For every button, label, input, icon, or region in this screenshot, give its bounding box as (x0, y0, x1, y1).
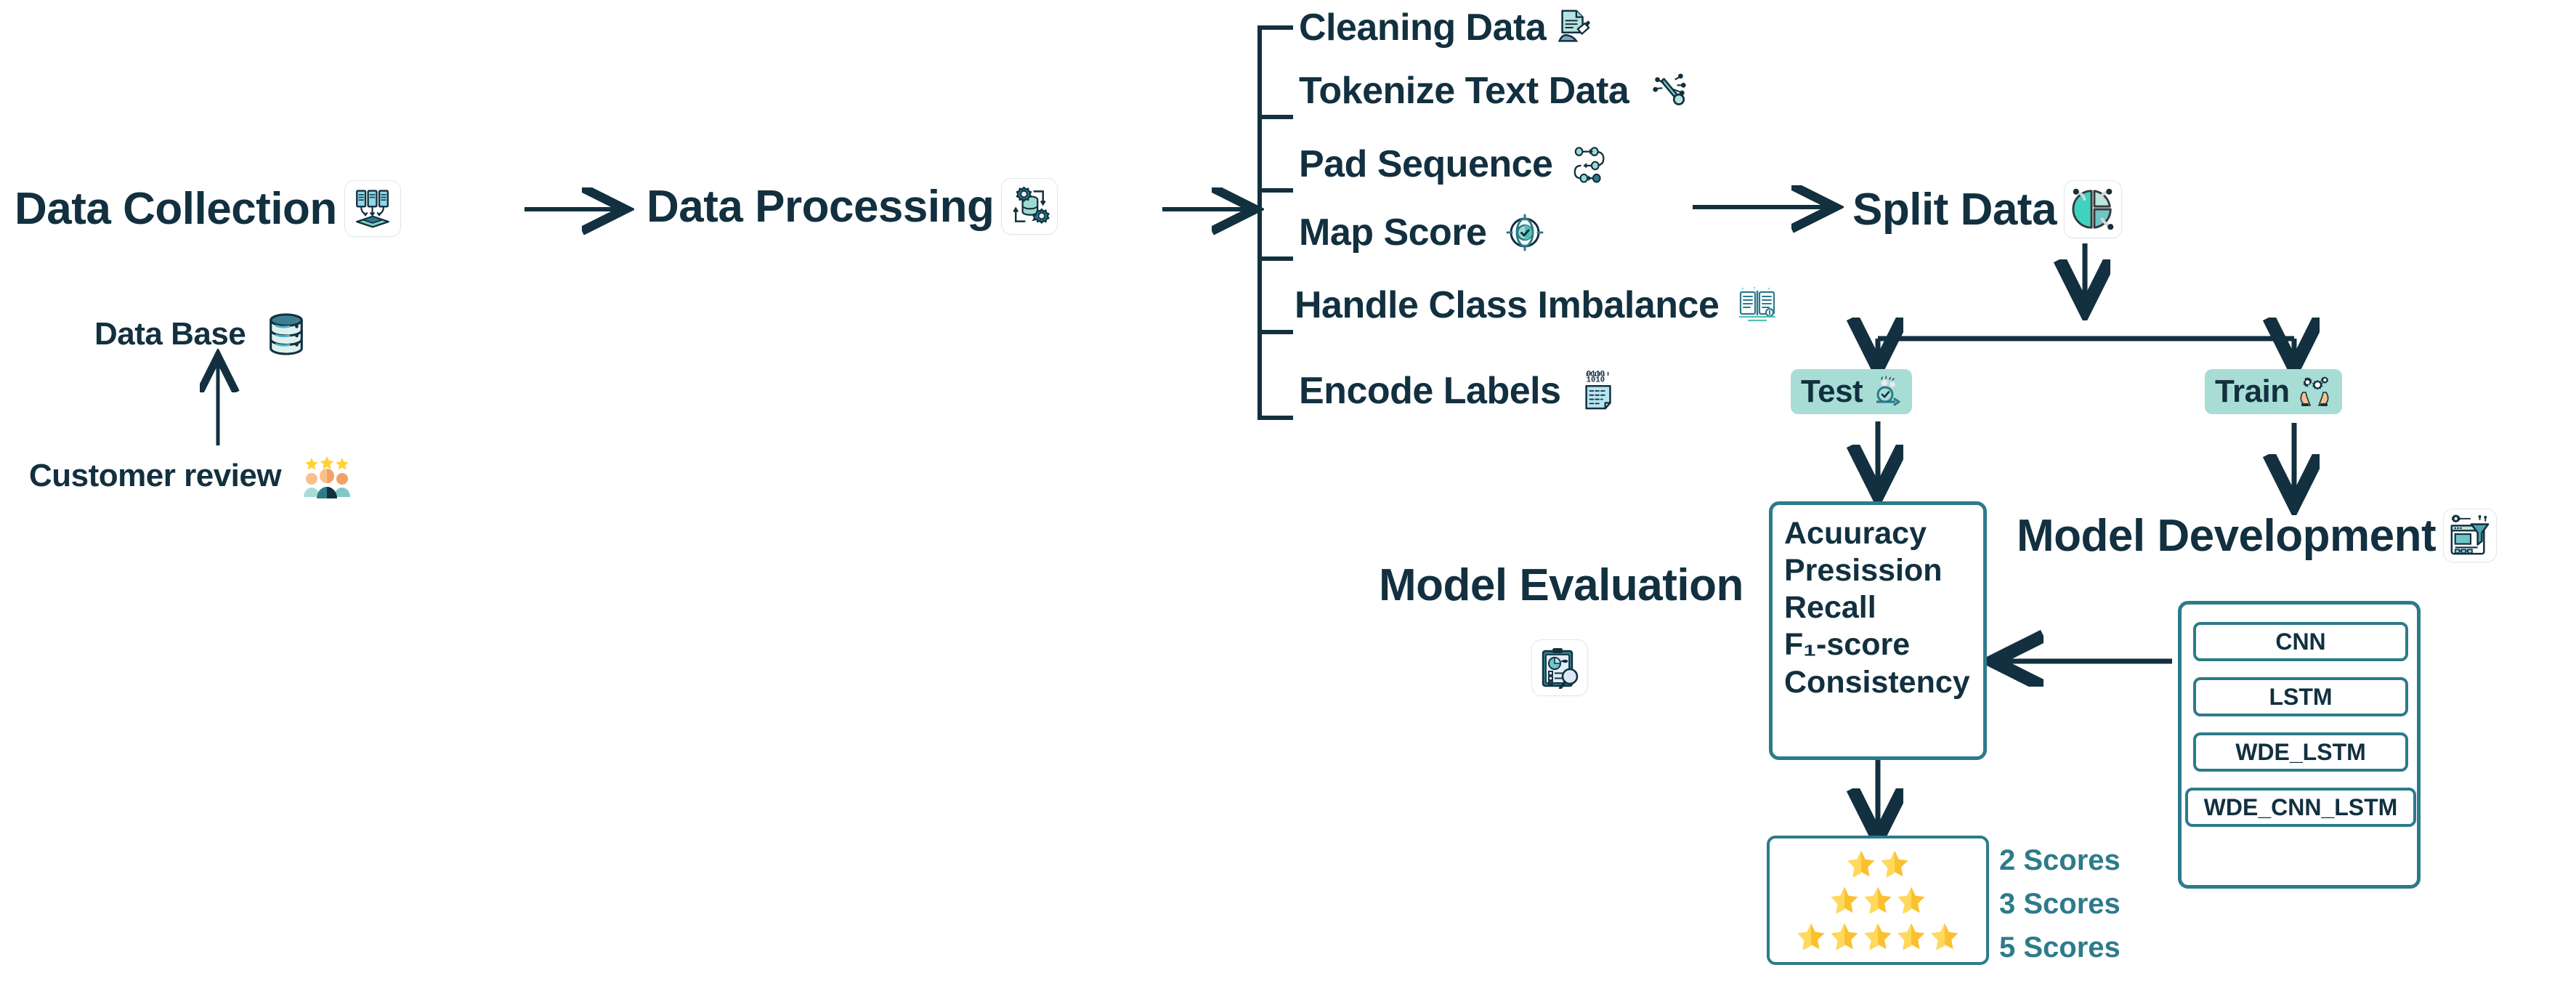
svg-text:1010: 1010 (1586, 376, 1604, 384)
star-icon (1897, 923, 1925, 950)
pie-chart-split-icon (2063, 180, 2122, 238)
stage-model-evaluation: Model Evaluation (1379, 559, 1743, 611)
model-development-label: Model Development (2017, 510, 2437, 561)
processing-step-0: Cleaning Data (1299, 6, 1594, 49)
star-icon (1897, 886, 1925, 914)
star-row-3 (1828, 884, 1927, 916)
branch-test[interactable]: Test (1791, 369, 1913, 414)
star-row-5 (1795, 921, 1961, 953)
processing-step-label: Encode Labels (1299, 370, 1561, 412)
processing-step-label: Tokenize Text Data (1299, 70, 1629, 112)
models-panel: CNN LSTM WDE_LSTM WDE_CNN_LSTM (2178, 601, 2421, 889)
metric-item: Consistency (1784, 664, 1970, 700)
stage-data-collection: Data Collection (15, 180, 401, 237)
processing-step-3: Map Score (1299, 211, 1546, 254)
clipboard-magnifier-icon (1531, 639, 1588, 696)
star-icon (1881, 850, 1908, 878)
stage-data-processing: Data Processing (647, 178, 1058, 235)
star-icon (1931, 923, 1959, 950)
processing-step-2: Pad Sequence (1299, 142, 1612, 186)
model-option-cnn[interactable]: CNN (2193, 622, 2408, 661)
open-books-icon (1736, 284, 1778, 326)
model-evaluation-label: Model Evaluation (1379, 560, 1743, 610)
funnel-dashboard-gear-icon (2443, 509, 2498, 562)
star-icon (1864, 923, 1892, 950)
train-badge[interactable]: Train (2205, 369, 2342, 414)
steps-bracket (1257, 25, 1270, 420)
stage-data-base: Data Base (94, 311, 309, 357)
processing-step-label: Cleaning Data (1299, 7, 1547, 49)
star-icon (1831, 886, 1858, 914)
test-cycle-check-icon (1870, 376, 1902, 408)
star-row-2 (1845, 848, 1911, 880)
processing-step-1: Tokenize Text Data (1299, 69, 1690, 113)
score-legend-2: 2 Scores (1999, 844, 2121, 876)
branch-train[interactable]: Train (2205, 369, 2342, 414)
split-data-label: Split Data (1852, 184, 2057, 235)
star-icon (1864, 886, 1892, 914)
gears-database-cycle-icon (1001, 178, 1058, 235)
database-cylinder-icon (263, 311, 309, 357)
three-stars-people-icon (301, 450, 352, 501)
customer-review-label: Customer review (29, 458, 282, 493)
data-base-label: Data Base (94, 316, 246, 352)
node-graph-icon (1570, 143, 1612, 185)
stage-model-development: Model Development (2017, 509, 2498, 562)
metric-item: F₁-score (1784, 627, 1911, 663)
target-check-icon (1504, 211, 1546, 254)
star-icon (1831, 923, 1858, 950)
train-label: Train (2215, 373, 2290, 409)
processing-step-label: Handle Class Imbalance (1295, 284, 1720, 326)
metric-item: Acuuracy (1784, 516, 1927, 551)
model-option-wde-lstm[interactable]: WDE_LSTM (2193, 732, 2408, 772)
stage-customer-review: Customer review (29, 450, 352, 501)
processing-step-label: Pad Sequence (1299, 143, 1553, 185)
test-label: Test (1801, 373, 1863, 409)
processing-step-4: Handle Class Imbalance (1295, 283, 1778, 327)
score-legend-5: 5 Scores (1999, 932, 2121, 963)
score-stars-box (1767, 836, 1989, 965)
hands-gears-icon (2297, 374, 2332, 409)
data-processing-label: Data Processing (647, 181, 995, 232)
star-icon (1797, 923, 1825, 950)
test-badge[interactable]: Test (1791, 369, 1913, 414)
metric-item: Recall (1784, 590, 1876, 626)
documents-to-stack-icon (344, 180, 401, 237)
metric-item: Presission (1784, 553, 1943, 589)
model-option-lstm[interactable]: LSTM (2193, 677, 2408, 716)
binary-note-icon: 1010 0110 (1579, 371, 1619, 411)
processing-step-5: Encode Labels 1010 0110 (1299, 369, 1619, 413)
evaluation-metrics-panel: Acuuracy Presission Recall F₁-score Cons… (1769, 501, 1987, 760)
document-brush-icon (1553, 7, 1594, 48)
star-icon (1847, 850, 1875, 878)
stage-split-data: Split Data (1852, 180, 2122, 238)
data-collection-label: Data Collection (15, 183, 337, 234)
model-option-wde-cnn-lstm[interactable]: WDE_CNN_LSTM (2185, 788, 2416, 827)
score-legend-3: 3 Scores (1999, 888, 2121, 920)
processing-step-label: Map Score (1299, 211, 1487, 254)
circuit-key-icon (1649, 70, 1690, 111)
